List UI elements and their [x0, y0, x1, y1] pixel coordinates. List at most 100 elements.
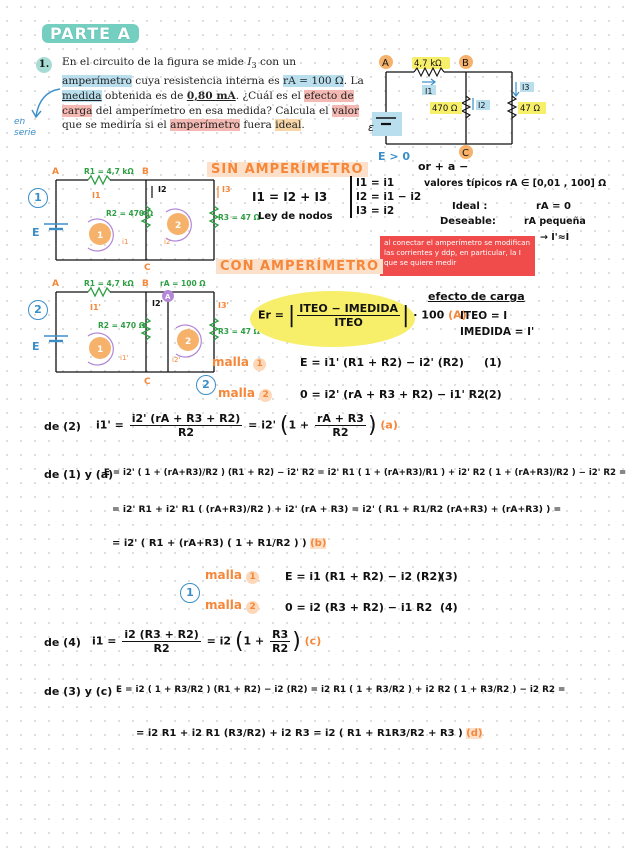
- svg-text:1: 1: [97, 231, 103, 241]
- eq-1: E = i1' (R1 + R2) − i2' (R2): [300, 356, 464, 369]
- eq-1-tag: (1): [484, 356, 502, 369]
- svg-text:R3 = 47 Ω: R3 = 47 Ω: [218, 327, 261, 336]
- svg-text:E: E: [32, 226, 40, 239]
- circle-1-marker: 1: [180, 583, 200, 603]
- e-positive-note: E > 0: [378, 150, 411, 163]
- node-c: C: [462, 148, 469, 159]
- svg-text:I2: I2: [158, 185, 167, 194]
- svg-text:E: E: [32, 340, 40, 353]
- svg-text:I1': I1': [90, 303, 101, 312]
- circuit-figure: A B 4,7 kΩ I1 470 Ω 47 Ω I2 I3 ε C: [368, 55, 546, 159]
- iteo-label: ITEO = I: [460, 310, 508, 322]
- circle-2-marker: 2: [196, 375, 216, 395]
- malla-2-1: malla 1: [212, 355, 267, 371]
- de2-equation: i1' = i2' (rA + R3 + R2)R2 = i2' (1 + rA…: [96, 412, 398, 439]
- deseable-value: rA pequeña: [524, 216, 586, 227]
- svg-text:R3 = 47 Ω: R3 = 47 Ω: [218, 213, 261, 222]
- svg-text:I3': I3': [218, 301, 229, 310]
- hl-valor: valor: [331, 104, 360, 117]
- svg-text:2: 2: [175, 221, 181, 231]
- page-title: PARTE A: [42, 24, 140, 43]
- current-system: I1 = i1 I2 = i1 − i2 I3 = i2: [350, 176, 421, 218]
- i3-label: I3: [522, 83, 529, 92]
- valores-tipicos: valores típicos rA ∈ [0,01 , 100] Ω: [424, 178, 607, 189]
- source-label: ε: [368, 121, 374, 134]
- eq-3-tag: (3): [440, 570, 458, 583]
- svg-text:i1': i1': [120, 354, 128, 362]
- svg-text:1: 1: [97, 345, 103, 355]
- node-a: A: [382, 58, 389, 69]
- side-arrow-icon: [31, 88, 61, 119]
- svg-text:i2: i2: [164, 238, 170, 246]
- hl-medida: medida: [62, 89, 102, 102]
- malla-2-2: malla 2: [218, 386, 273, 402]
- de1a-label: de (1) y (a): [44, 468, 114, 481]
- de3c-line-1: E = i2 ( 1 + R3/R2 ) (R1 + R2) − i2 (R2)…: [116, 685, 566, 695]
- ideal-label: Ideal :: [452, 201, 488, 212]
- svg-text:R2 = 470 Ω: R2 = 470 Ω: [106, 209, 154, 218]
- r2-label: 470 Ω: [432, 104, 458, 114]
- de1a-line-3: = i2' ( R1 + (rA+R3) ( 1 + R1/R2 ) ) (b): [112, 538, 327, 549]
- svg-text:B: B: [142, 167, 149, 177]
- circuit-2-diagram: A B R1 = 4,7 kΩ rA = 100 Ω A R2 = 470 Ω …: [32, 279, 261, 387]
- de3c-line-2: = i2 R1 + i2 R1 (R3/R2) + i2 R3 = i2 ( R…: [136, 728, 483, 739]
- eq-4: 0 = i2 (R3 + R2) − i1 R2: [285, 601, 433, 614]
- red-note-box: al conectar el amperímetro se modifican …: [380, 236, 535, 276]
- hl-value: 0,80 mA: [186, 89, 236, 102]
- malla-1-2: malla 2: [205, 598, 260, 614]
- malla-1-1: malla 1: [205, 568, 260, 584]
- svg-text:R1 = 4,7 kΩ: R1 = 4,7 kΩ: [84, 167, 134, 176]
- hl-amperimetro-2: amperímetro: [170, 119, 241, 132]
- eq-2: 0 = i2' (rA + R3 + R2) − i1' R2: [300, 388, 485, 401]
- imedida-label: IMEDIDA = I': [460, 326, 535, 338]
- svg-text:A: A: [165, 293, 171, 301]
- side-note: en serie: [14, 117, 36, 138]
- svg-text:R2 = 470 Ω: R2 = 470 Ω: [98, 321, 146, 330]
- deseable-label: Deseable:: [440, 216, 496, 227]
- circuit-1-diagram: A B R1 = 4,7 kΩ R2 = 470 Ω R3 = 47 Ω I1 …: [32, 167, 261, 273]
- eq-4-tag: (4): [440, 601, 458, 614]
- svg-text:C: C: [144, 263, 151, 273]
- circuit-2-number: 2: [28, 300, 48, 320]
- de3c-label: de (3) y (c): [44, 685, 113, 698]
- svg-text:A: A: [52, 167, 59, 177]
- ideal-value: rA = 0: [536, 201, 571, 212]
- de2-label: de (2): [44, 420, 81, 433]
- svg-text:2: 2: [185, 337, 191, 347]
- eq-3: E = i1 (R1 + R2) − i2 (R2): [285, 570, 443, 583]
- i1-label: I1: [425, 87, 432, 96]
- de4-label: de (4): [44, 636, 81, 649]
- svg-text:C: C: [144, 377, 151, 387]
- svg-text:I3: I3: [222, 185, 231, 194]
- svg-text:i2': i2': [172, 356, 180, 364]
- problem-statement: En el circuito de la figura se mide I3 c…: [62, 56, 364, 132]
- problem-number: 1.: [36, 57, 52, 73]
- svg-text:rA = 100 Ω: rA = 100 Ω: [160, 279, 206, 288]
- de1a-line-2: = i2' R1 + i2' R1 ( (rA+R3)/R2 ) + i2' (…: [112, 504, 562, 515]
- r3-label: 47 Ω: [520, 104, 541, 114]
- con-amperimetro-title: CON AMPERÍMETRO: [216, 259, 383, 274]
- circuit-1-number: 1: [28, 188, 48, 208]
- ley-nodos-label: Ley de nodos: [258, 211, 333, 222]
- sin-amperimetro-title: SIN AMPERÍMETRO: [207, 162, 368, 177]
- nodes-equation: I1 = I2 + I3: [252, 190, 328, 204]
- svg-text:i1: i1: [122, 238, 128, 246]
- eq-2-tag: (2): [484, 388, 502, 401]
- svg-text:I1: I1: [92, 191, 101, 200]
- svg-text:A: A: [52, 279, 59, 289]
- svg-text:I2': I2': [152, 299, 163, 308]
- i2-label: I2: [478, 101, 485, 110]
- ideal-approx: → I'≈I: [540, 232, 570, 243]
- r1-label: 4,7 kΩ: [414, 59, 442, 69]
- hl-amperimetro: amperímetro: [62, 74, 132, 87]
- svg-text:B: B: [142, 279, 149, 289]
- hl-ideal: ideal: [275, 119, 302, 132]
- hl-ra: rA = 100 Ω: [283, 74, 344, 87]
- svg-text:R1 = 4,7 kΩ: R1 = 4,7 kΩ: [84, 279, 134, 288]
- de1a-line-1: E = i2' ( 1 + (rA+R3)/R2 ) (R1 + R2) − i…: [104, 468, 626, 478]
- error-formula-highlight: [250, 291, 415, 347]
- polarity-note: or + a −: [418, 160, 469, 173]
- efecto-carga-label: efecto de carga: [428, 290, 525, 303]
